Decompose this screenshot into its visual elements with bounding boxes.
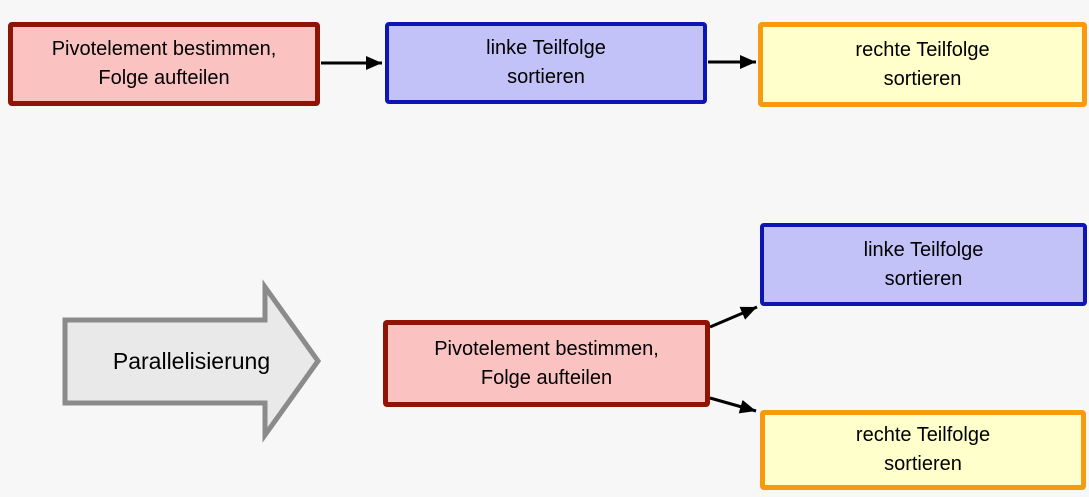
box-sequential-right-line1: rechte Teilfolge — [855, 38, 990, 61]
box-sequential-right-subsequence: rechte Teilfolge sortieren — [758, 22, 1087, 107]
box-parallel-pivot-line1: Pivotelement bestimmen, — [434, 337, 659, 360]
box-sequential-right-line2: sortieren — [883, 67, 962, 90]
box-sequential-pivot-line2: Folge aufteilen — [98, 67, 230, 89]
box-parallel-pivot: Pivotelement bestimmen, Folge aufteilen — [383, 320, 710, 407]
arrow-par-pivot-to-left — [709, 305, 758, 329]
arrow-par-pivot-to-right — [709, 396, 757, 414]
box-parallel-right-line2: sortieren — [884, 453, 962, 475]
box-parallel-left-line1: linke Teilfolge — [863, 238, 984, 261]
box-parallel-right-subsequence: rechte Teilfolge sortieren — [760, 410, 1086, 490]
parallelisierung-arrow-shape — [62, 279, 322, 443]
box-parallel-left-line2: sortieren — [884, 267, 963, 290]
box-parallel-pivot-line2: Folge aufteilen — [480, 366, 613, 389]
box-sequential-left-subsequence: linke Teilfolge sortieren — [385, 22, 707, 104]
box-sequential-pivot-line1: Pivotelement bestimmen, — [51, 38, 277, 60]
box-parallel-left-subsequence: linke Teilfolge sortieren — [760, 223, 1087, 306]
box-parallel-right-line1: rechte Teilfolge — [855, 424, 991, 446]
parallelisierung-label: Parallelisierung — [112, 348, 271, 374]
box-sequential-left-line2: sortieren — [507, 66, 585, 88]
box-sequential-left-line1: linke Teilfolge — [486, 37, 606, 59]
box-sequential-pivot: Pivotelement bestimmen, Folge aufteilen — [8, 22, 320, 106]
